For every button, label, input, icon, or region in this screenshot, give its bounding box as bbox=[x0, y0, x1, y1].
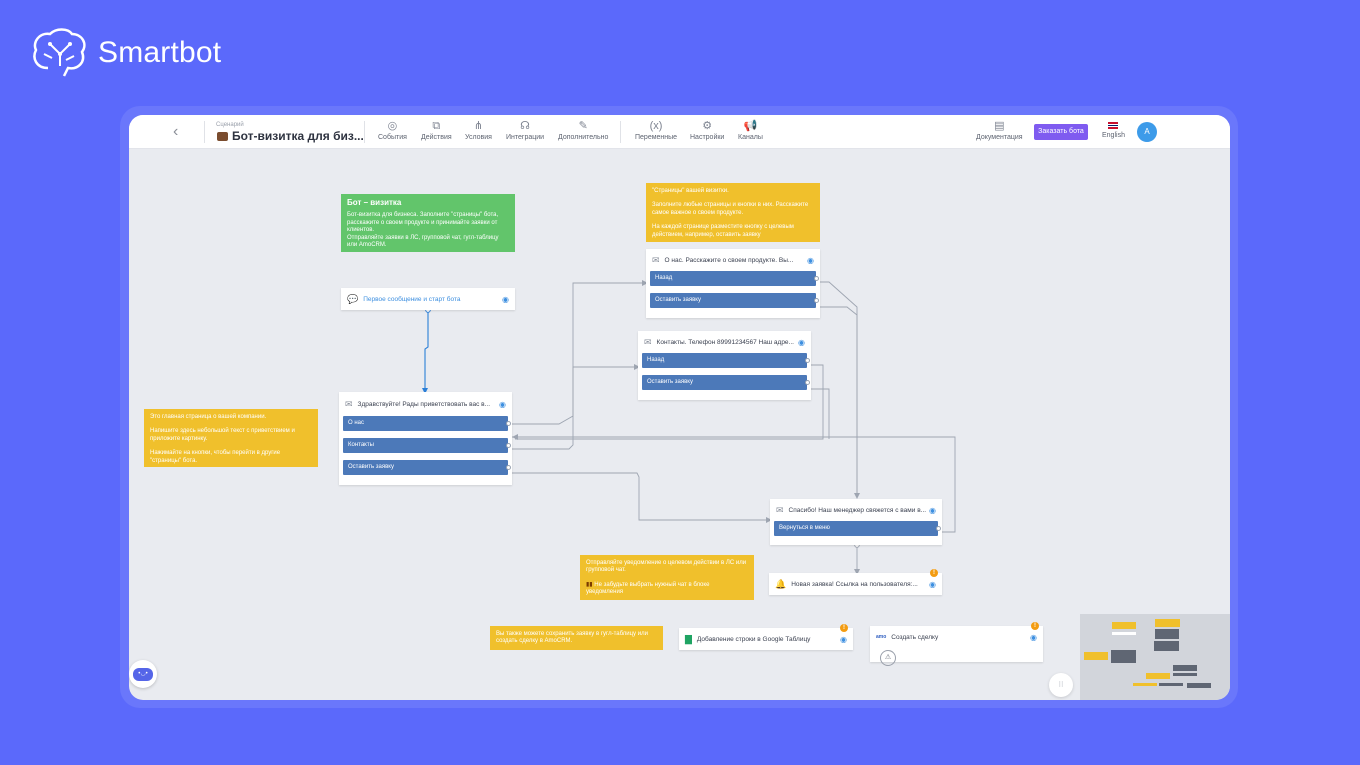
button-back-to-menu[interactable]: Вернуться в меню bbox=[774, 521, 941, 536]
tool-actions[interactable]: ⧉Действия bbox=[421, 120, 452, 141]
button-leave-request[interactable]: Оставить заявку bbox=[642, 375, 810, 390]
message-icon: ✉ bbox=[345, 398, 353, 409]
button-back[interactable]: Назад bbox=[642, 353, 810, 368]
divider bbox=[620, 121, 621, 143]
node-about[interactable]: ✉О нас. Расскажите о своем продукте. Вы.… bbox=[646, 249, 820, 318]
eye-icon[interactable]: ◉ bbox=[502, 294, 509, 304]
note-save[interactable]: Вы также можете сохранить заявку в гугл-… bbox=[490, 626, 663, 650]
assistant-robot-button[interactable]: •◡• bbox=[129, 660, 157, 688]
robot-icon: •◡• bbox=[133, 668, 153, 681]
node-welcome[interactable]: ✉Здравствуйте! Рады приветствовать вас в… bbox=[339, 392, 512, 485]
chat-icon: 💬 bbox=[347, 293, 359, 304]
note-notify[interactable]: Отправляйте уведомление о целевом действ… bbox=[580, 555, 754, 600]
warning-icon[interactable]: ! bbox=[930, 569, 938, 577]
brain-icon bbox=[33, 28, 86, 77]
minimap[interactable] bbox=[1080, 614, 1230, 700]
toolbar: ‹ Сценарий Бот-визитка для биз... ◎Событ… bbox=[129, 115, 1230, 149]
gear-icon: ⚙ bbox=[702, 120, 713, 132]
action-icon: ⧉ bbox=[432, 120, 441, 132]
tool-additional[interactable]: ✎Дополнительно bbox=[558, 120, 609, 141]
node-start[interactable]: 💬Первое сообщение и старт бота◉ bbox=[341, 288, 515, 310]
smartbot-logo: Smartbot bbox=[30, 28, 221, 78]
uk-flag-icon bbox=[1108, 122, 1119, 129]
chevron-left-icon[interactable]: ‹ bbox=[173, 123, 179, 140]
alert-triangle-icon: ⚠ bbox=[880, 650, 896, 666]
warning-emoji-icon: ▮▮ bbox=[586, 581, 593, 588]
eye-icon[interactable]: ◉ bbox=[929, 579, 936, 589]
message-icon: ✉ bbox=[776, 504, 784, 515]
note-pages[interactable]: "Страницы" вашей визитки. Заполните любы… bbox=[646, 183, 820, 242]
tool-integrations[interactable]: ☊Интеграции bbox=[506, 120, 545, 141]
avatar[interactable]: A bbox=[1137, 122, 1157, 142]
language-switch[interactable]: English bbox=[1102, 120, 1125, 139]
briefcase-icon bbox=[217, 132, 228, 141]
button-leave-request[interactable]: Оставить заявку bbox=[343, 460, 511, 475]
variable-icon: (x) bbox=[649, 120, 663, 132]
node-new-lead[interactable]: 🔔Новая заявка! Ссылка на пользователя:..… bbox=[769, 573, 942, 595]
edit-icon: ✎ bbox=[578, 120, 588, 132]
divider bbox=[204, 121, 205, 143]
eye-icon[interactable]: ◉ bbox=[499, 399, 506, 409]
eye-icon[interactable]: ◉ bbox=[807, 255, 814, 265]
docs-link[interactable]: ▤Документация bbox=[976, 120, 1023, 141]
eye-icon[interactable]: ◉ bbox=[840, 634, 847, 644]
flow-connectors bbox=[422, 280, 956, 575]
tool-settings[interactable]: ⚙Настройки bbox=[690, 120, 725, 141]
button-about[interactable]: О нас bbox=[343, 416, 511, 431]
button-leave-request[interactable]: Оставить заявку bbox=[650, 293, 819, 308]
breadcrumb: Сценарий bbox=[216, 122, 244, 128]
tool-channels[interactable]: 📢Каналы bbox=[738, 120, 763, 141]
divider bbox=[364, 121, 365, 143]
tool-conditions[interactable]: ⋔Условия bbox=[465, 120, 492, 141]
tool-events[interactable]: ◎События bbox=[378, 120, 407, 141]
target-icon: ◎ bbox=[387, 120, 398, 132]
google-sheets-icon: ▇ bbox=[685, 633, 692, 644]
message-icon: ✉ bbox=[644, 336, 652, 347]
button-back[interactable]: Назад bbox=[650, 271, 819, 286]
megaphone-icon: 📢 bbox=[743, 120, 758, 132]
order-bot-button[interactable]: Заказать бота bbox=[1034, 124, 1088, 140]
node-thanks[interactable]: ✉Спасибо! Наш менеджер свяжется с вами в… bbox=[770, 499, 942, 545]
integration-icon: ☊ bbox=[520, 120, 530, 132]
editor-window: ‹ Сценарий Бот-визитка для биз... ◎Событ… bbox=[129, 115, 1230, 700]
message-icon: ✉ bbox=[652, 254, 660, 265]
branch-icon: ⋔ bbox=[473, 120, 484, 132]
eye-icon[interactable]: ◉ bbox=[1030, 632, 1037, 642]
warning-icon[interactable]: ! bbox=[1031, 622, 1039, 630]
note-main-page[interactable]: Это главная страница о вашей компании. Н… bbox=[144, 409, 318, 467]
bell-icon: 🔔 bbox=[775, 578, 787, 589]
button-contacts[interactable]: Контакты bbox=[343, 438, 511, 453]
eye-icon[interactable]: ◉ bbox=[798, 337, 805, 347]
eye-icon[interactable]: ◉ bbox=[929, 505, 936, 515]
amocrm-logo-icon: amo bbox=[876, 634, 887, 640]
node-contacts[interactable]: ✉Контакты. Телефон 89991234567 Наш адре.… bbox=[638, 331, 811, 400]
tool-variables[interactable]: (x)Переменные bbox=[635, 120, 678, 141]
note-bot-card[interactable]: Бот – визитка Бот-визитка для бизнеса. З… bbox=[341, 194, 515, 252]
node-google-sheet[interactable]: ▇Добавление строки в Google Таблицу◉ bbox=[679, 628, 853, 650]
scenario-title[interactable]: Бот-визитка для биз... bbox=[217, 129, 364, 143]
brand-name: Smartbot bbox=[98, 36, 222, 69]
zoom-control[interactable]: ⁝⁝ bbox=[1049, 673, 1073, 697]
book-icon: ▤ bbox=[994, 120, 1005, 132]
warning-icon[interactable]: ! bbox=[840, 624, 848, 632]
